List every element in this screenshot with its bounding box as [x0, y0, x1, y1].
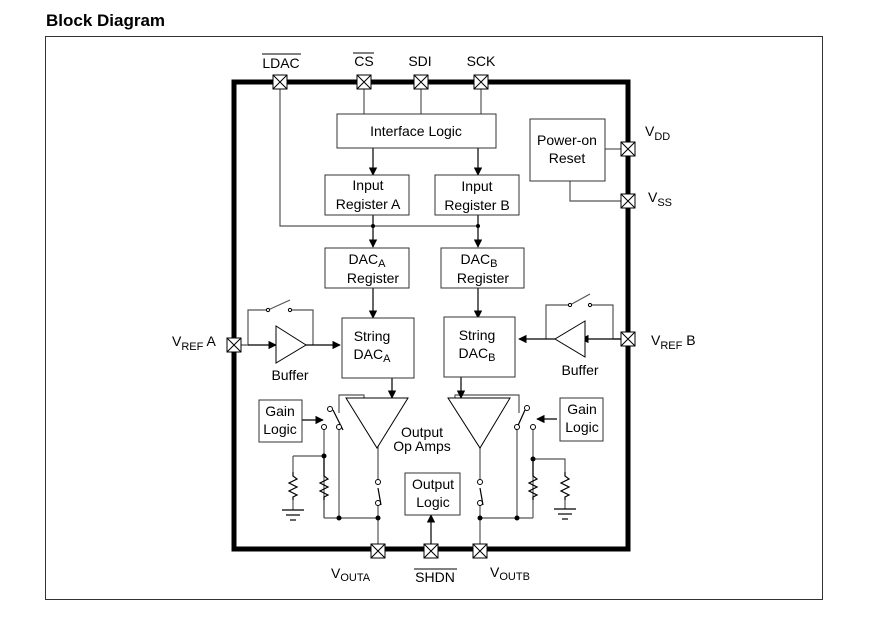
ground-symbols	[282, 508, 576, 521]
resistor-a-ground	[287, 472, 299, 500]
pin-label-ldac: LDAC	[262, 55, 299, 71]
pin-vss-box[interactable]	[620, 193, 636, 209]
pin-shdn-box[interactable]	[423, 543, 439, 559]
input-register-b-label-2: Register B	[444, 197, 509, 213]
power-on-reset-label-1: Power-on	[537, 132, 597, 148]
buffer-a-label: Buffer	[271, 367, 308, 383]
resistors	[287, 456, 571, 500]
buffer-b-label: Buffer	[561, 362, 598, 378]
pin-label-vref-b: VREF B	[651, 332, 696, 352]
signal-arrows	[248, 148, 621, 544]
pin-vref-b-box[interactable]	[620, 331, 636, 347]
string-dac-a-label-1: String	[354, 328, 391, 344]
op-amp-a-triangle	[345, 397, 409, 449]
output-logic-label-1: Output	[412, 476, 454, 492]
gain-logic-a-label-1: Gain	[265, 403, 295, 419]
pin-label-vref-a: VREF A	[172, 333, 216, 353]
pin-label-vss: VSS	[648, 189, 672, 209]
buffer-a-triangle	[275, 325, 307, 364]
output-logic-label-2: Logic	[416, 494, 449, 510]
interface-logic-block	[336, 113, 497, 149]
output-op-amps-label-1: Output	[401, 424, 443, 440]
input-register-b-label-1: Input	[461, 178, 492, 194]
interface-logic-label: Interface Logic	[370, 123, 462, 139]
pin-ldac-box[interactable]	[272, 74, 288, 90]
pin-label-shdn: SHDN	[415, 569, 455, 585]
pin-label-sck: SCK	[467, 53, 496, 69]
resistor-b-feedback	[527, 472, 539, 500]
string-dac-b-block	[443, 316, 516, 378]
pin-sdi-box[interactable]	[413, 74, 429, 90]
diagram-title: Block Diagram	[46, 11, 166, 30]
pin-voutb-box[interactable]	[472, 543, 488, 559]
power-on-reset-label-2: Reset	[549, 150, 586, 166]
dac-a-register-label-1: DACA	[349, 251, 387, 270]
junction-dots	[321, 224, 536, 521]
pin-label-voutb: VOUTB	[490, 564, 530, 583]
gain-logic-b-block	[559, 397, 604, 442]
dac-b-register-label-1: DACB	[461, 251, 498, 270]
active-low-overbars	[262, 52, 457, 570]
resistor-a-feedback	[318, 472, 330, 500]
power-on-reset-block	[529, 118, 606, 182]
output-op-amps-label-2: Op Amps	[393, 438, 451, 454]
pin-sck-box[interactable]	[473, 74, 489, 90]
dac-a-register-label-2: Register	[347, 270, 399, 286]
dac-a-register-block	[324, 247, 410, 289]
pin-label-sdi: SDI	[408, 53, 431, 69]
input-register-a-label-1: Input	[352, 177, 383, 193]
dac-b-register-label-2: Register	[457, 270, 509, 286]
string-dac-b-label-1: String	[459, 327, 496, 343]
buffer-b-triangle	[554, 320, 586, 358]
input-register-a-label-2: Register A	[336, 196, 401, 212]
resistor-b-ground	[559, 472, 571, 500]
dac-b-register-block	[440, 247, 525, 289]
input-register-b-block	[434, 174, 520, 216]
output-logic-block	[404, 472, 461, 516]
gain-logic-b-label-1: Gain	[567, 401, 597, 417]
gain-logic-b-label-2: Logic	[565, 419, 598, 435]
pin-label-vdd: VDD	[645, 123, 670, 143]
switch-contacts	[265, 302, 593, 506]
pin-boxes	[226, 74, 636, 559]
op-amp-b-triangle	[447, 397, 511, 449]
pin-cs-box[interactable]	[356, 74, 372, 90]
string-dac-a-block	[341, 317, 415, 379]
gain-logic-a-label-2: Logic	[263, 421, 296, 437]
string-dac-b-label-2: DACB	[459, 345, 496, 364]
figure-frame	[45, 36, 823, 600]
pin-vref-a-box[interactable]	[226, 337, 242, 353]
pin-vdd-box[interactable]	[620, 141, 636, 157]
pin-label-vouta: VOUTA	[331, 565, 371, 584]
input-register-a-block	[324, 174, 410, 216]
string-dac-a-label-2: DACA	[354, 346, 392, 365]
gain-logic-a-block	[258, 399, 303, 443]
pin-vouta-box[interactable]	[370, 543, 386, 559]
pin-label-cs: CS	[354, 53, 373, 69]
